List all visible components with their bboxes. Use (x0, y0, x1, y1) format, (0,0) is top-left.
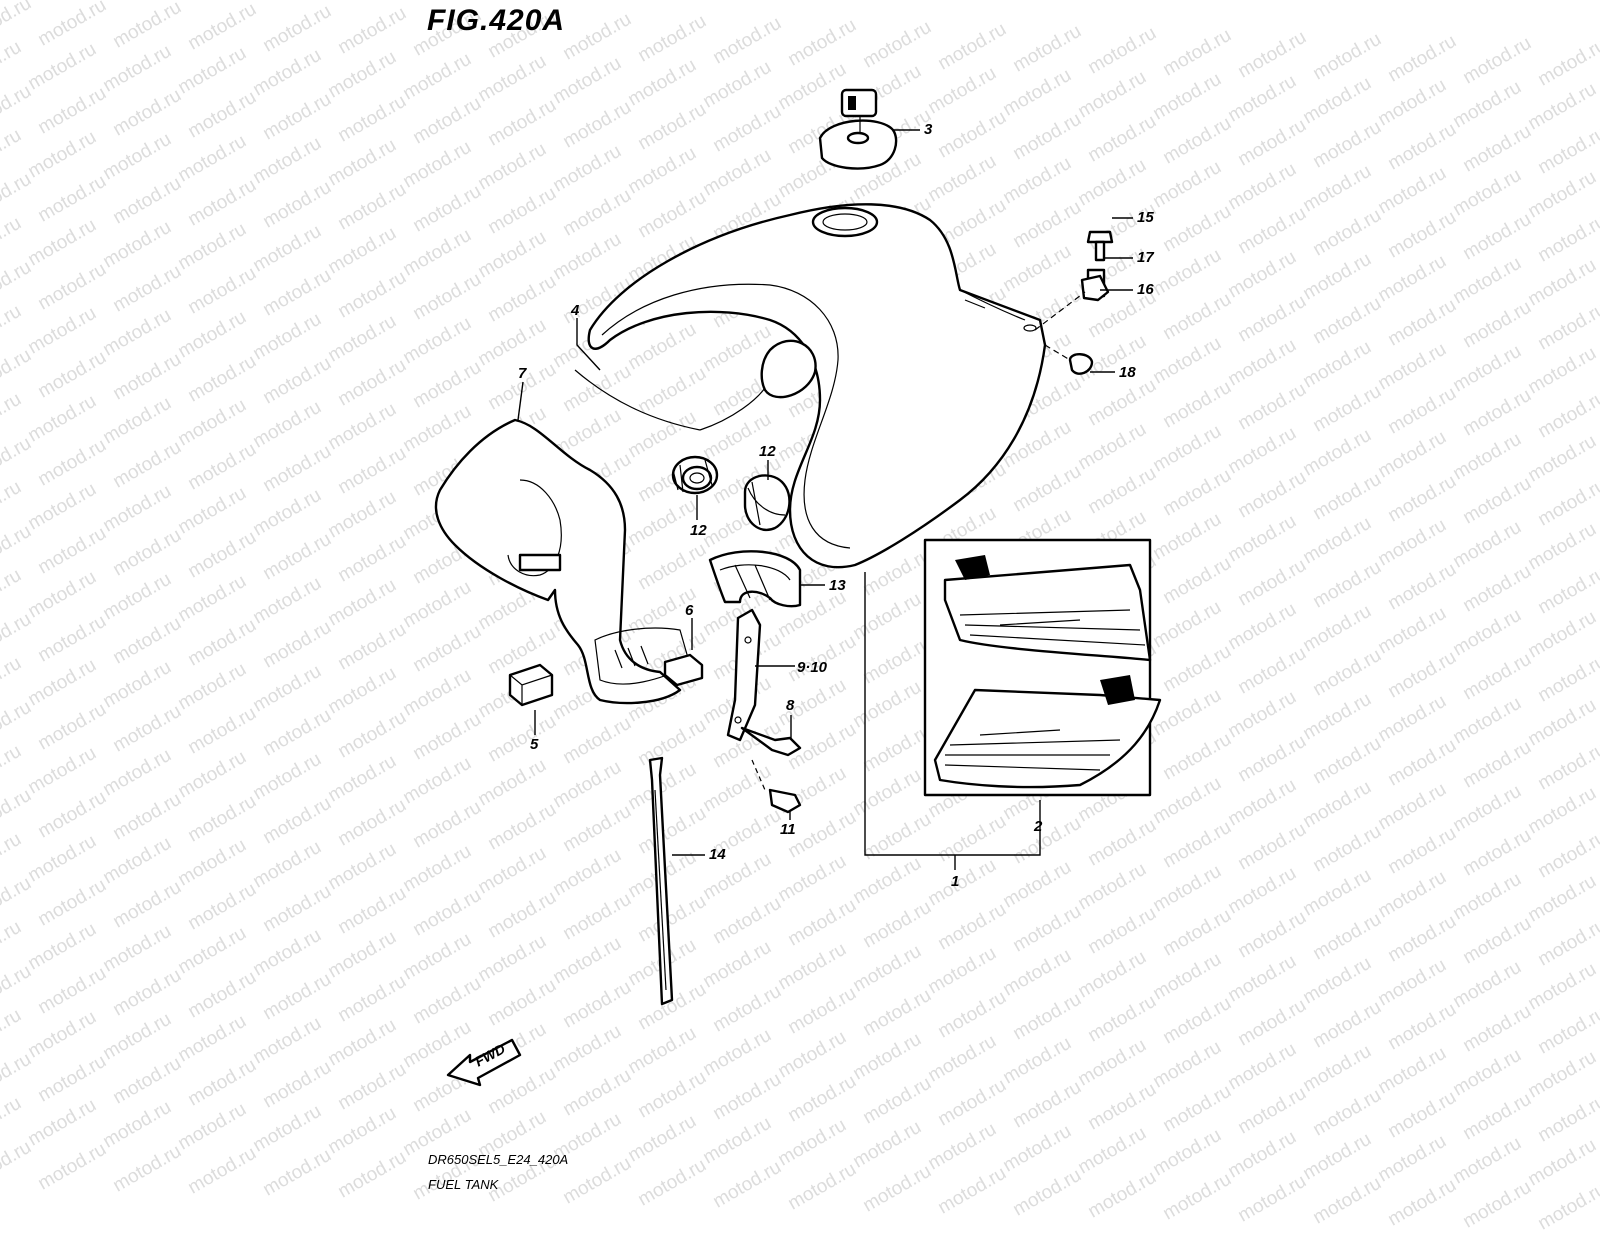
callout-8: 8 (786, 697, 795, 714)
callout-13: 13 (829, 577, 846, 594)
callout-16: 16 (1137, 281, 1154, 298)
mount-hardware (1034, 230, 1114, 375)
rubber-pads (508, 653, 704, 707)
drawing-code: DR650SEL5_E24_420A (428, 1152, 569, 1167)
callout-9-10: 9·10 (797, 659, 828, 676)
fuel-tank (574, 203, 1047, 569)
emblem-bracket-line (864, 572, 1041, 856)
tank-strap (648, 756, 674, 1006)
callout-17: 17 (1137, 249, 1154, 266)
callout-14: 14 (709, 846, 726, 863)
side-cover (434, 418, 691, 705)
callout-5: 5 (530, 736, 539, 753)
cushion-rubber-right (743, 474, 791, 531)
callout-3: 3 (924, 121, 933, 138)
fuel-cap (818, 88, 898, 170)
cushion-rubber-left (671, 455, 719, 495)
callout-4: 4 (571, 302, 580, 319)
callout-6: 6 (685, 602, 694, 619)
emblem-set-box (923, 538, 1162, 797)
callout-12-right: 12 (759, 443, 776, 460)
callout-15: 15 (1137, 209, 1154, 226)
callout-1: 1 (951, 873, 960, 890)
forward-direction-arrow (446, 1038, 522, 1087)
figure-title: FIG.420A (427, 4, 566, 37)
figure-caption: FUEL TANK (428, 1177, 499, 1192)
callout-7: 7 (518, 365, 527, 382)
callout-2: 2 (1034, 818, 1043, 835)
callout-12-left: 12 (690, 522, 707, 539)
exploded-parts-drawing (434, 88, 1162, 1087)
saddle-cushion (708, 550, 802, 608)
callout-11: 11 (780, 821, 796, 838)
leader-lines (517, 129, 1133, 856)
bracket-and-bolts (726, 608, 802, 814)
callout-18: 18 (1119, 364, 1136, 381)
